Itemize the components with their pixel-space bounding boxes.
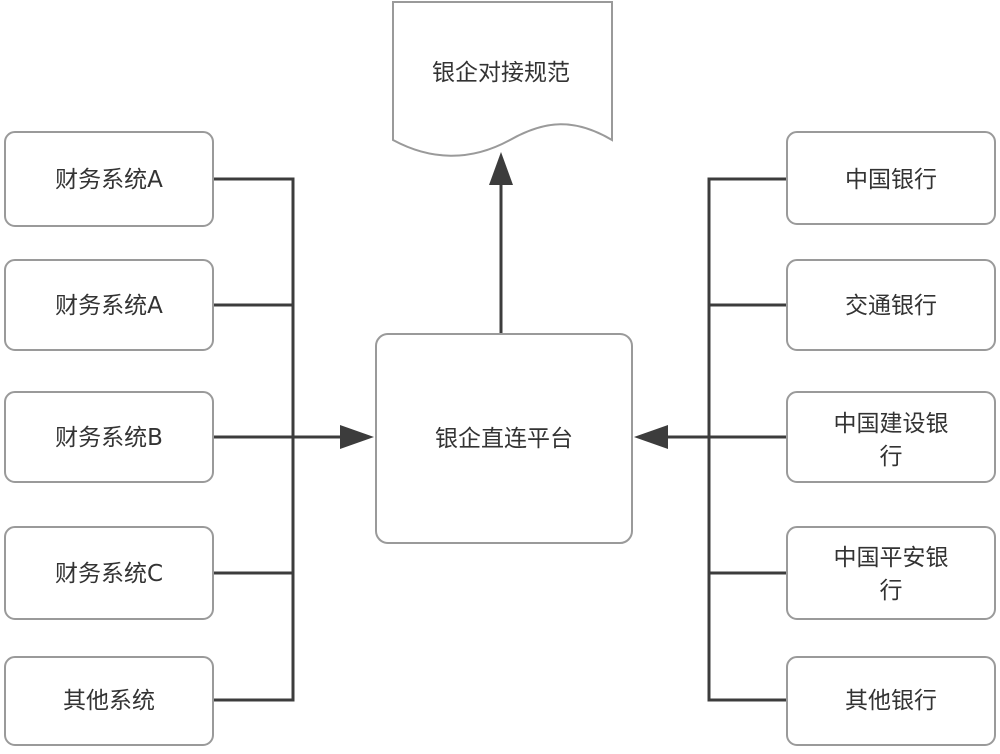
spec-document: 银企对接规范 [393,2,612,156]
platform-node: 银企直连平台 [376,334,632,543]
bank-node: 其他银行 [787,657,995,745]
platform-to-spec-connector [489,152,513,333]
system-label: 财务系统B [55,425,163,451]
bank-label: 中国银行 [845,167,937,193]
spec-arrowhead [489,152,513,185]
system-label: 财务系统A [55,167,163,193]
bank-node: 中国建设银 行 [787,392,995,482]
bank-node: 交通银行 [787,260,995,350]
bank-label-line-2: 行 [880,444,903,470]
bank-node: 中国平安银 行 [787,527,995,619]
spec-document-label: 银企对接规范 [432,60,570,86]
left-system-nodes: 财务系统A 财务系统A 财务系统B 财务系统C 其他系统 [5,132,213,745]
system-node: 其他系统 [5,657,213,745]
bank-node: 中国银行 [787,132,995,224]
bank-label-line-1: 中国建设银 [834,411,949,437]
bank-label-line-1: 中国平安银 [834,545,949,571]
bank-label-line-2: 行 [880,578,903,604]
left-connectors [213,178,374,702]
system-label: 财务系统C [55,561,163,587]
right-arrowhead [634,425,668,449]
system-label: 其他系统 [63,688,155,714]
system-node: 财务系统B [5,392,213,482]
bank-box [787,527,995,619]
platform-label: 银企直连平台 [435,426,573,452]
right-bank-nodes: 中国银行 交通银行 中国建设银 行 中国平安银 行 其他银行 [787,132,995,745]
bank-label: 交通银行 [845,293,937,319]
left-arrowhead [340,425,374,449]
system-label: 财务系统A [55,293,163,319]
right-connectors [634,178,787,702]
system-node: 财务系统A [5,132,213,226]
system-node: 财务系统A [5,260,213,350]
bank-label: 其他银行 [845,688,937,714]
system-node: 财务系统C [5,527,213,619]
